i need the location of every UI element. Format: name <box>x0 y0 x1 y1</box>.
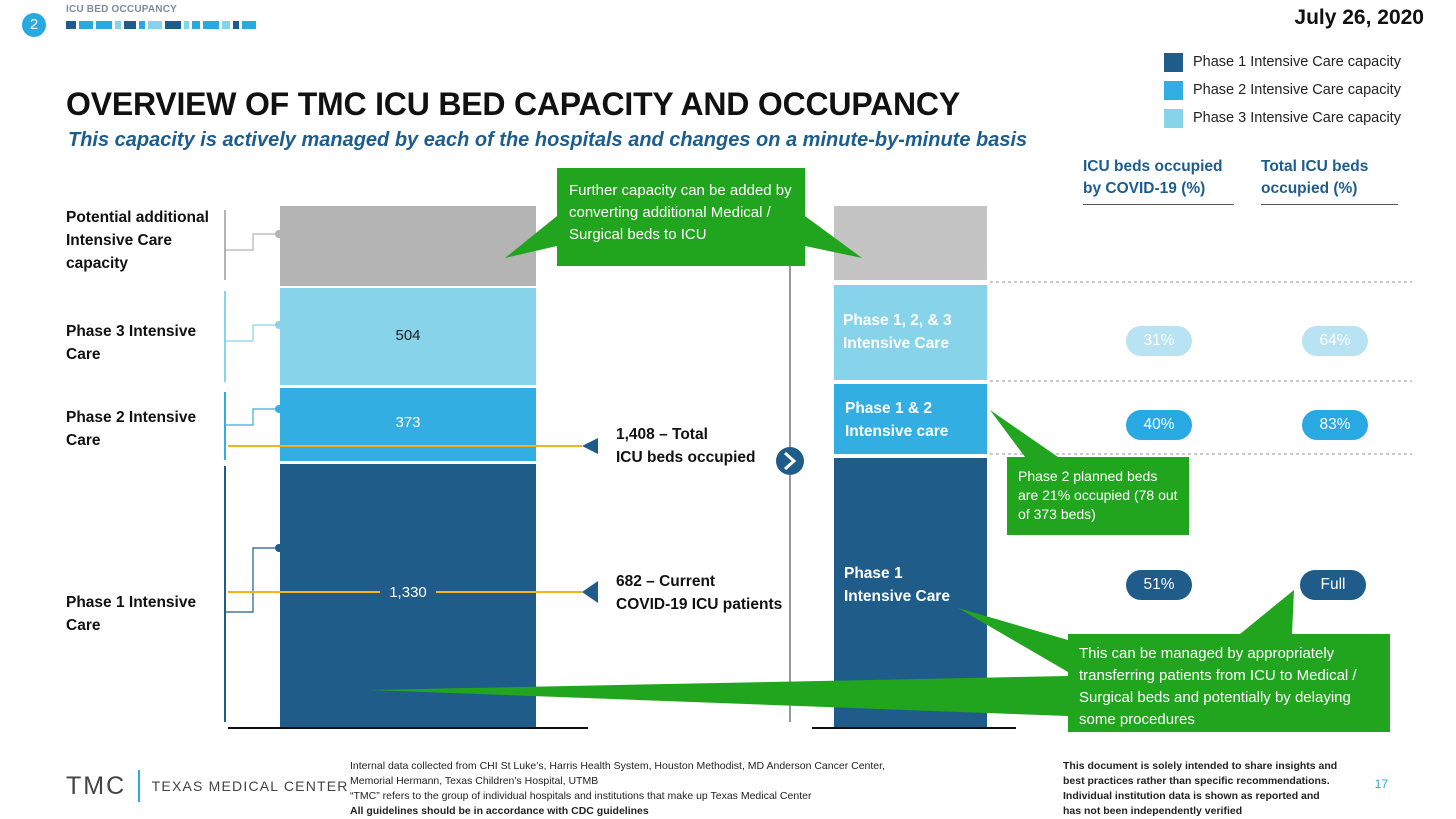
callout-pointer-bottom-mid <box>958 608 1068 672</box>
page-subtitle: This capacity is actively managed by eac… <box>68 129 1028 151</box>
right-bar-label-phase1: Phase 1 Intensive Care <box>844 562 950 608</box>
segment-label-line: Phase 1 & 2 <box>845 400 933 417</box>
callout-pointer-left <box>505 216 557 258</box>
tmc-logo: TMC TEXAS MEDICAL CENTER <box>66 770 349 802</box>
annotation-line: COVID-19 ICU patients <box>616 596 783 613</box>
section-number-badge: 2 <box>22 13 46 37</box>
annotation-total-occupied: 1,408 – Total ICU beds occupied <box>616 423 756 469</box>
chart-legend: Phase 1 Intensive Care capacity Phase 2 … <box>1164 48 1401 132</box>
marker-arrow-total-occupied <box>582 438 598 454</box>
marker-arrow-covid-patients <box>582 581 598 603</box>
left-bar-value-bg <box>380 584 436 603</box>
page-number: 17 <box>1374 777 1388 791</box>
disclaimer: This document is solely intended to shar… <box>1063 759 1337 819</box>
annotation-line: 1,408 – Total <box>616 426 708 443</box>
callout-pointer-bottom-left <box>370 676 1068 716</box>
disclaimer-line: This document is solely intended to shar… <box>1063 760 1338 772</box>
left-bar-value-phase1: 1,330 <box>389 584 427 601</box>
right-bar-segment-phase12 <box>834 384 987 454</box>
callout-pointer-bottom-right <box>1240 590 1294 634</box>
legend-item-phase2: Phase 2 Intensive Care capacity <box>1164 76 1401 104</box>
row-label-additional: Potential additional Intensive Care capa… <box>66 209 209 272</box>
callout-further-capacity: Further capacity can be added by convert… <box>557 168 805 266</box>
source-note: Internal data collected from CHI St Luke… <box>350 759 885 819</box>
source-line: “TMC” refers to the group of individual … <box>350 790 812 802</box>
logo-short: TMC <box>66 771 127 800</box>
column-header-total-pct: Total ICU beds occupied (%) <box>1261 156 1398 205</box>
legend-item-phase3: Phase 3 Intensive Care capacity <box>1164 104 1401 132</box>
right-bar-label-phase12: Phase 1 & 2 Intensive care <box>845 397 948 443</box>
connector-phase1 <box>225 547 279 613</box>
left-bar-segment-phase2 <box>280 388 536 461</box>
connector-phase3 <box>225 324 279 342</box>
legend-label: Phase 2 Intensive Care capacity <box>1193 82 1401 98</box>
column-header-covid-pct: ICU beds occupied by COVID-19 (%) <box>1083 156 1234 205</box>
disclaimer-line: Individual institution data is shown as … <box>1063 790 1320 802</box>
annotation-line: 682 – Current <box>616 573 716 590</box>
disclaimer-line: best practices rather than specific reco… <box>1063 775 1330 787</box>
legend-swatch <box>1164 108 1183 128</box>
legend-swatch <box>1164 52 1183 72</box>
pill-covid-pct-phase12: 40% <box>1126 410 1192 440</box>
segment-label-line: Phase 1, 2, & 3 <box>843 312 952 329</box>
left-bar-value-phase2: 373 <box>395 414 421 431</box>
callout-pointer-right <box>805 216 862 258</box>
segment-label-line: Intensive Care <box>843 335 949 352</box>
segment-label-line: Intensive Care <box>844 588 950 605</box>
next-arrow-icon <box>776 447 804 475</box>
pill-covid-pct-phase1: 51% <box>1126 570 1192 600</box>
connector-phase2 <box>225 408 279 426</box>
right-bar-segment-phase123 <box>834 285 987 380</box>
segment-label-line: Intensive care <box>845 423 949 440</box>
section-title: ICU BED OCCUPANCY <box>66 4 177 15</box>
legend-label: Phase 3 Intensive Care capacity <box>1193 110 1401 126</box>
right-bar-segment-additional <box>834 206 987 280</box>
callout-managed: This can be managed by appropriately tra… <box>1068 634 1390 732</box>
header-line: ICU beds occupied <box>1083 158 1223 175</box>
legend-label: Phase 1 Intensive Care capacity <box>1193 54 1401 70</box>
section-progress-indicator <box>66 21 256 29</box>
report-date: July 26, 2020 <box>1294 6 1424 29</box>
callout-phase2-planned: Phase 2 planned beds are 21% occupied (7… <box>1007 457 1189 535</box>
header-line: by COVID-19 (%) <box>1083 180 1206 197</box>
logo-separator <box>138 770 140 802</box>
disclaimer-line: has not been independently verified <box>1063 805 1243 817</box>
logo-name: TEXAS MEDICAL CENTER <box>151 778 349 794</box>
pill-covid-pct-phase123: 31% <box>1126 326 1192 356</box>
pill-total-pct-phase1: Full <box>1300 570 1366 600</box>
annotation-line: ICU beds occupied <box>616 449 756 466</box>
segment-label-line: Phase 1 <box>844 565 903 582</box>
legend-swatch <box>1164 80 1183 100</box>
header-line: Total ICU beds <box>1261 158 1369 175</box>
row-label-phase1: Phase 1 Intensive Care <box>66 594 197 634</box>
header-line: occupied (%) <box>1261 180 1358 197</box>
left-bar-segment-phase3 <box>280 288 536 385</box>
chevron-right-icon <box>784 451 797 471</box>
source-line: All guidelines should be in accordance w… <box>350 805 649 817</box>
pill-total-pct-phase123: 64% <box>1302 326 1368 356</box>
callout-pointer-phase2 <box>990 410 1058 457</box>
annotation-covid-patients: 682 – Current COVID-19 ICU patients <box>616 570 782 616</box>
source-line: Internal data collected from CHI St Luke… <box>350 760 885 772</box>
source-line: Memorial Hermann, Texas Children’s Hospi… <box>350 775 599 787</box>
row-label-phase2: Phase 2 Intensive Care <box>66 409 197 449</box>
left-bar-value-phase3: 504 <box>395 327 421 344</box>
legend-item-phase1: Phase 1 Intensive Care capacity <box>1164 48 1401 76</box>
pill-total-pct-phase12: 83% <box>1302 410 1368 440</box>
right-bar-label-phase123: Phase 1, 2, & 3 Intensive Care <box>843 309 952 355</box>
row-label-phase3: Phase 3 Intensive Care <box>66 323 197 363</box>
left-bar-segment-additional <box>280 206 536 286</box>
page-title: OVERVIEW OF TMC ICU BED CAPACITY AND OCC… <box>66 86 960 122</box>
connector-additional <box>225 233 279 251</box>
